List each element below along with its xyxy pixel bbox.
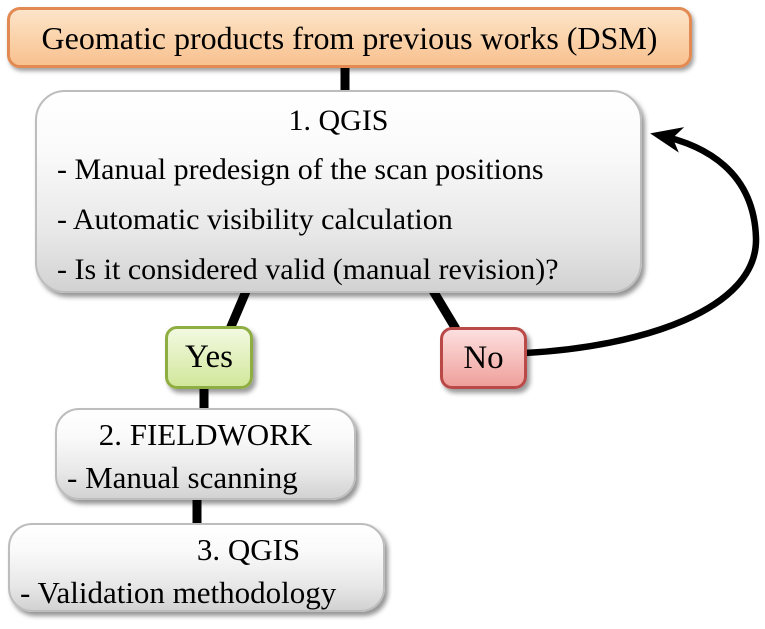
step1-title: 1. QGIS (288, 104, 389, 137)
no-label: No (463, 339, 504, 376)
step2-title: 2. FIELDWORK (98, 417, 313, 452)
connector-step1-to-yes (225, 287, 252, 331)
no-node: No (440, 327, 527, 389)
step2-bullet: - Manual scanning (67, 460, 298, 495)
yes-label: Yes (184, 339, 234, 375)
fieldwork-step2-node: 2. FIELDWORK - Manual scanning (55, 408, 356, 500)
step3-title: 3. QGIS (196, 532, 301, 567)
loop-arrow-no-to-step1 (524, 127, 760, 357)
start-label: Geomatic products from previous works (D… (41, 19, 658, 56)
step1-bullet: - Manual predesign of the scan positions (57, 153, 544, 186)
qgis-step1-node: 1. QGIS - Manual predesign of the scan p… (35, 90, 642, 293)
step1-bullet: - Is it considered valid (manual revisio… (57, 253, 559, 286)
step1-bullet: - Automatic visibility calculation (57, 203, 453, 236)
start-node: Geomatic products from previous works (D… (7, 7, 692, 68)
qgis-step3-node: 3. QGIS - Validation methodology (8, 523, 385, 612)
connector-step1-to-no (428, 286, 460, 332)
yes-node: Yes (165, 326, 253, 389)
step3-bullet: - Validation methodology (20, 575, 337, 610)
